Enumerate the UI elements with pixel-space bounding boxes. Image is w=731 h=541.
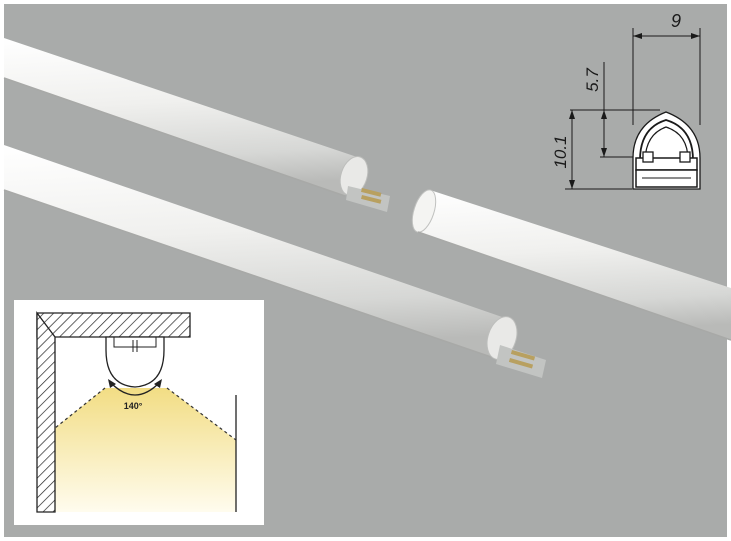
led-profile-rod-middle [3,145,546,378]
beam-angle-label: 140° [124,401,143,411]
profile-icon [105,336,165,388]
total-height-dimension-label: 10.1 [551,135,570,168]
led-profile-rod-right [411,189,731,341]
ceiling [36,312,191,338]
light-cone [55,388,236,512]
cross-section-drawing [565,28,701,190]
beam-angle-arc [109,381,161,396]
ceiling-mount-illustration [14,300,264,525]
led-profile-rod-upper [3,38,390,212]
wall [36,311,56,513]
width-dimension-label: 9 [671,11,681,31]
diffuser-height-dimension-label: 5.7 [583,68,602,92]
